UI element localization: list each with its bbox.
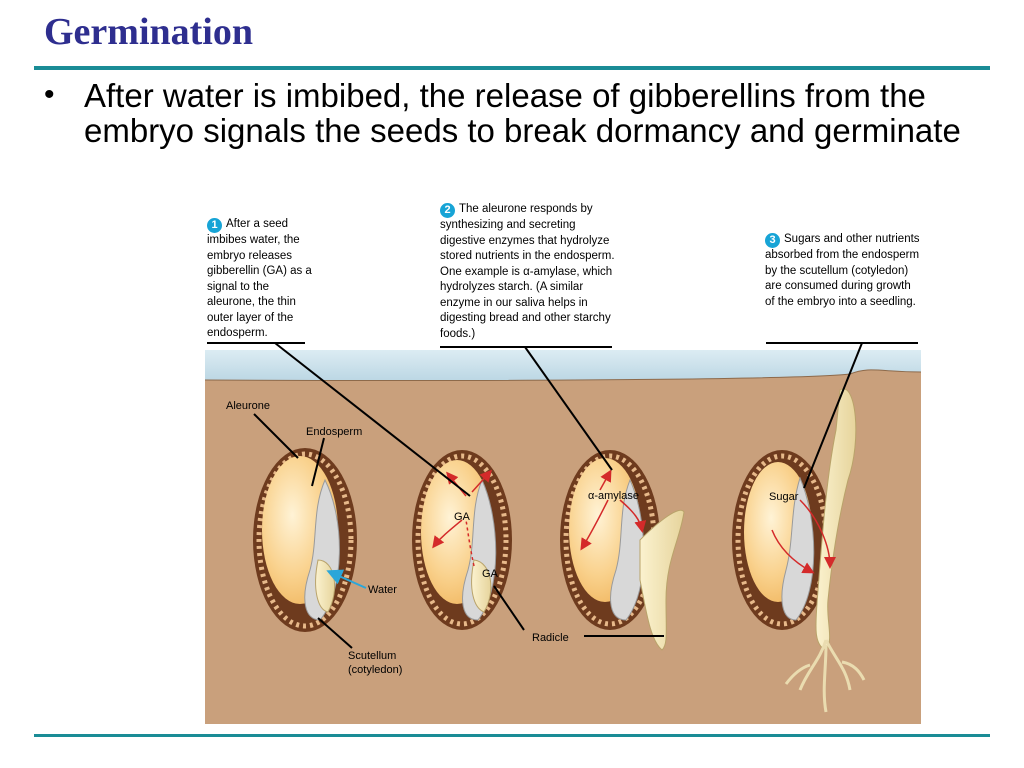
water-arrow bbox=[326, 569, 367, 589]
label-sugar: Sugar bbox=[769, 491, 799, 503]
leader-lines bbox=[207, 342, 918, 649]
label-radicle: Radicle bbox=[532, 632, 569, 644]
seed-4 bbox=[732, 388, 866, 713]
step-2-text: The aleurone responds by synthesizing an… bbox=[440, 203, 615, 340]
step-2-badge: 2 bbox=[440, 203, 455, 218]
sky-strip bbox=[205, 350, 921, 381]
step-1-badge: 1 bbox=[207, 218, 222, 233]
slide-title: Germination bbox=[44, 11, 253, 53]
ga-arrows bbox=[432, 469, 836, 574]
step-3-text: Sugars and other nutrients absorbed from… bbox=[765, 233, 920, 308]
top-divider bbox=[34, 66, 990, 70]
label-scutellum: Scutellum bbox=[348, 650, 396, 662]
step-3-badge: 3 bbox=[765, 233, 780, 248]
label-water: Water bbox=[368, 584, 397, 596]
label-alpha-amylase: α-amylase bbox=[588, 490, 639, 502]
seed-3 bbox=[560, 450, 685, 651]
label-endosperm: Endosperm bbox=[306, 426, 362, 438]
bottom-divider bbox=[34, 734, 990, 737]
label-ga-bottom: GA bbox=[482, 568, 499, 580]
seed-2 bbox=[412, 450, 512, 630]
label-cotyledon: (cotyledon) bbox=[348, 664, 402, 676]
seed-1 bbox=[253, 448, 357, 632]
step-1-text: After a seed imbibes water, the embryo r… bbox=[207, 218, 312, 339]
bullet-text: After water is imbibed, the release of g… bbox=[84, 77, 961, 149]
label-ga-top: GA bbox=[454, 511, 471, 523]
bullet-marker: • bbox=[44, 78, 55, 111]
label-aleurone: Aleurone bbox=[226, 400, 270, 412]
